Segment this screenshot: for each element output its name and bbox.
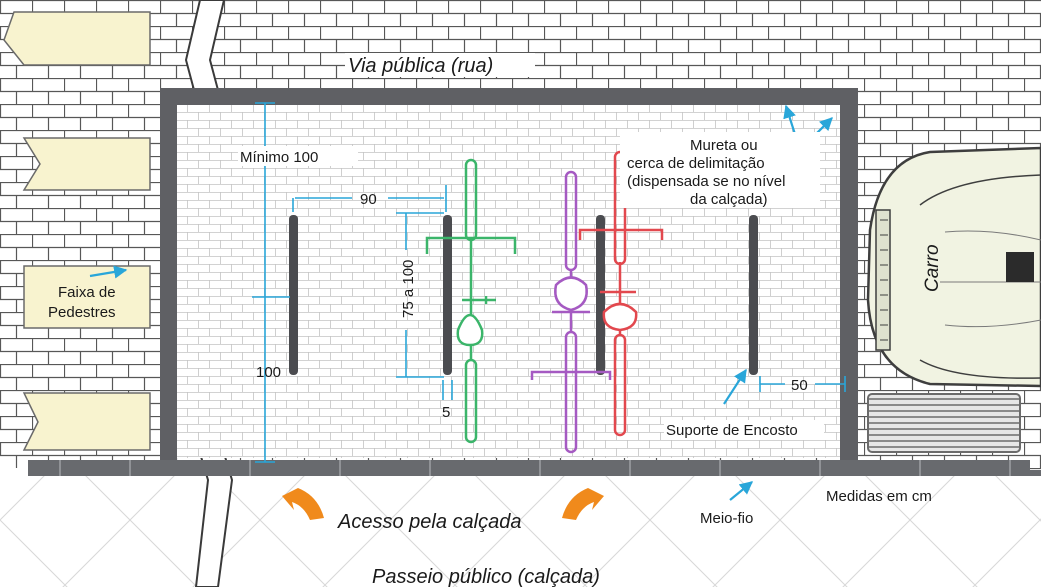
curb — [28, 460, 1041, 476]
dimension-75-100: 75 a 100 — [400, 260, 417, 318]
bicycle-purple — [530, 170, 612, 454]
wall-note-line-3: (dispensada se no nível — [627, 173, 785, 190]
bicycle-green — [425, 158, 517, 444]
dimension-90: 90 — [360, 191, 377, 208]
access-label: Acesso pela calçada — [337, 511, 521, 533]
wall-note-line-4: da calçada) — [690, 191, 768, 208]
wall-note-bg — [620, 132, 820, 208]
sidewalk-area — [0, 472, 1041, 587]
minimum-label-bg — [238, 146, 358, 166]
delimitation-wall — [160, 88, 858, 460]
crosswalk-stripes — [3, 11, 151, 451]
access-arrows — [282, 488, 604, 520]
support-label-bg — [664, 420, 824, 440]
dimension-50: 50 — [791, 377, 808, 394]
rack-support-label: Suporte de Encosto — [666, 422, 798, 439]
bike-racks — [289, 215, 758, 375]
minimum-label: Mínimo 100 — [240, 149, 318, 166]
wall-note-line-2: cerca de delimitação — [627, 155, 765, 172]
car-label: Carro — [922, 244, 943, 292]
curb-label: Meio-fio — [700, 510, 753, 527]
crosswalk-label-line-1: Faixa de — [58, 284, 116, 301]
car — [866, 146, 1041, 388]
street-label: Via pública (rua) — [348, 55, 493, 77]
storm-drain — [867, 393, 1021, 453]
street-label-bg — [345, 53, 535, 77]
wall-note-line-1: Mureta ou — [690, 137, 758, 154]
crosswalk-label-line-2: Pedestres — [48, 304, 116, 321]
sidewalk-label: Passeio público (calçada) — [372, 566, 600, 587]
dimension-5: 5 — [442, 404, 450, 421]
car-mirror — [1006, 252, 1034, 282]
units-label: Medidas em cm — [826, 488, 932, 505]
dimension-100: 100 — [256, 364, 281, 381]
